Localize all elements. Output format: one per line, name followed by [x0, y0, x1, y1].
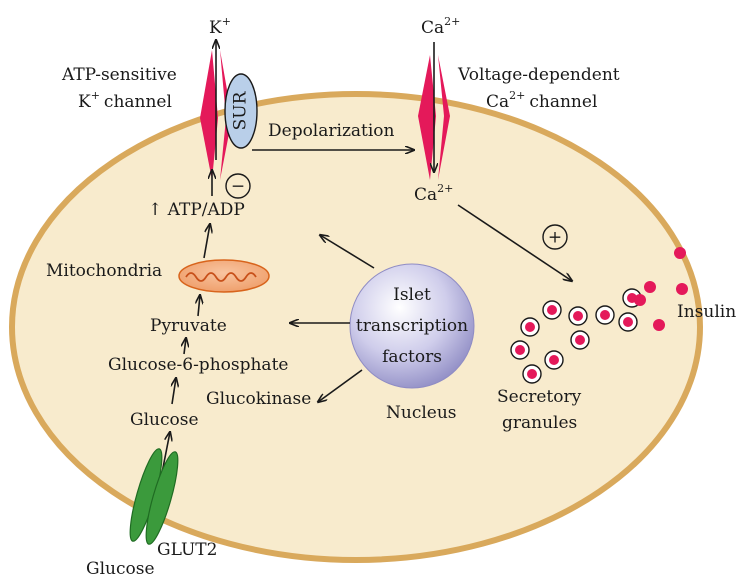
insulin-dot — [676, 283, 688, 295]
glucose-inside-label: Glucose — [130, 410, 199, 430]
nucleus — [349, 263, 475, 389]
granule — [570, 330, 590, 350]
atp-channel-caption-line1: ATP-sensitive — [61, 65, 177, 85]
granule — [544, 350, 564, 370]
mitochondrion — [178, 259, 270, 293]
vd-channel-caption-line1: Voltage-dependent — [457, 65, 620, 85]
atp-channel-caption-line2: K+channel — [78, 89, 172, 112]
nucleus-label: Nucleus — [386, 403, 457, 423]
glucose-outside-label: Glucose — [86, 559, 155, 579]
islet-line1: Islet — [393, 285, 431, 305]
secretory-granules — [510, 288, 642, 384]
insulin-dot — [674, 247, 686, 259]
granule — [568, 306, 588, 326]
insulin-dot — [634, 294, 646, 306]
glucose-6-phosphate-label: Glucose-6-phosphate — [108, 355, 288, 375]
k-ion-label: K+ — [209, 15, 231, 38]
depolarization-label: Depolarization — [268, 121, 395, 141]
granule — [618, 312, 638, 332]
svg-text:−: − — [231, 177, 245, 197]
ca-to-granules-arrow — [457, 204, 572, 281]
mito-to-atp-arrow — [203, 224, 210, 259]
sur-label: SUR — [231, 90, 251, 130]
secretory-line1: Secretory — [497, 387, 582, 407]
glut2-label: GLUT2 — [157, 540, 217, 560]
insulin-label: Insulin — [677, 302, 736, 322]
insulin-dot — [653, 319, 665, 331]
secretory-line2: granules — [502, 413, 577, 433]
voltage-dependent-ca-channel — [418, 55, 450, 180]
vd-channel-caption-line2: Ca2+channel — [486, 89, 597, 112]
insulin-particles — [634, 247, 688, 331]
granule — [595, 305, 615, 325]
islet-line3: factors — [382, 347, 442, 367]
glucokinase-label: Glucokinase — [206, 389, 311, 409]
ca-ion-top-label: Ca2+ — [421, 15, 460, 38]
inhibit-symbol: − — [225, 173, 251, 199]
nucleus-to-atp-arrow — [320, 235, 375, 269]
g6p-to-pyruvate-arrow — [184, 338, 186, 355]
granule — [520, 317, 540, 337]
glut2-transporter — [129, 448, 179, 545]
insulin-dot — [644, 281, 656, 293]
granule — [542, 300, 562, 320]
pyruvate-label: Pyruvate — [150, 316, 227, 336]
svg-text:+: + — [548, 228, 562, 248]
granule — [522, 364, 542, 384]
nucleus-to-glucokinase-arrow — [318, 369, 363, 402]
ca-ion-inside-label: Ca2+ — [414, 182, 453, 205]
islet-line2: transcription — [356, 316, 468, 336]
atp-adp-label: ↑ ATP/ADP — [148, 200, 245, 220]
sur-receptor: SUR — [224, 73, 258, 149]
mitochondria-label: Mitochondria — [46, 261, 162, 281]
glucose-to-g6p-arrow — [172, 378, 176, 405]
pyruvate-to-mito-arrow — [198, 295, 200, 317]
stimulate-symbol: + — [542, 224, 568, 250]
granule — [510, 340, 530, 360]
